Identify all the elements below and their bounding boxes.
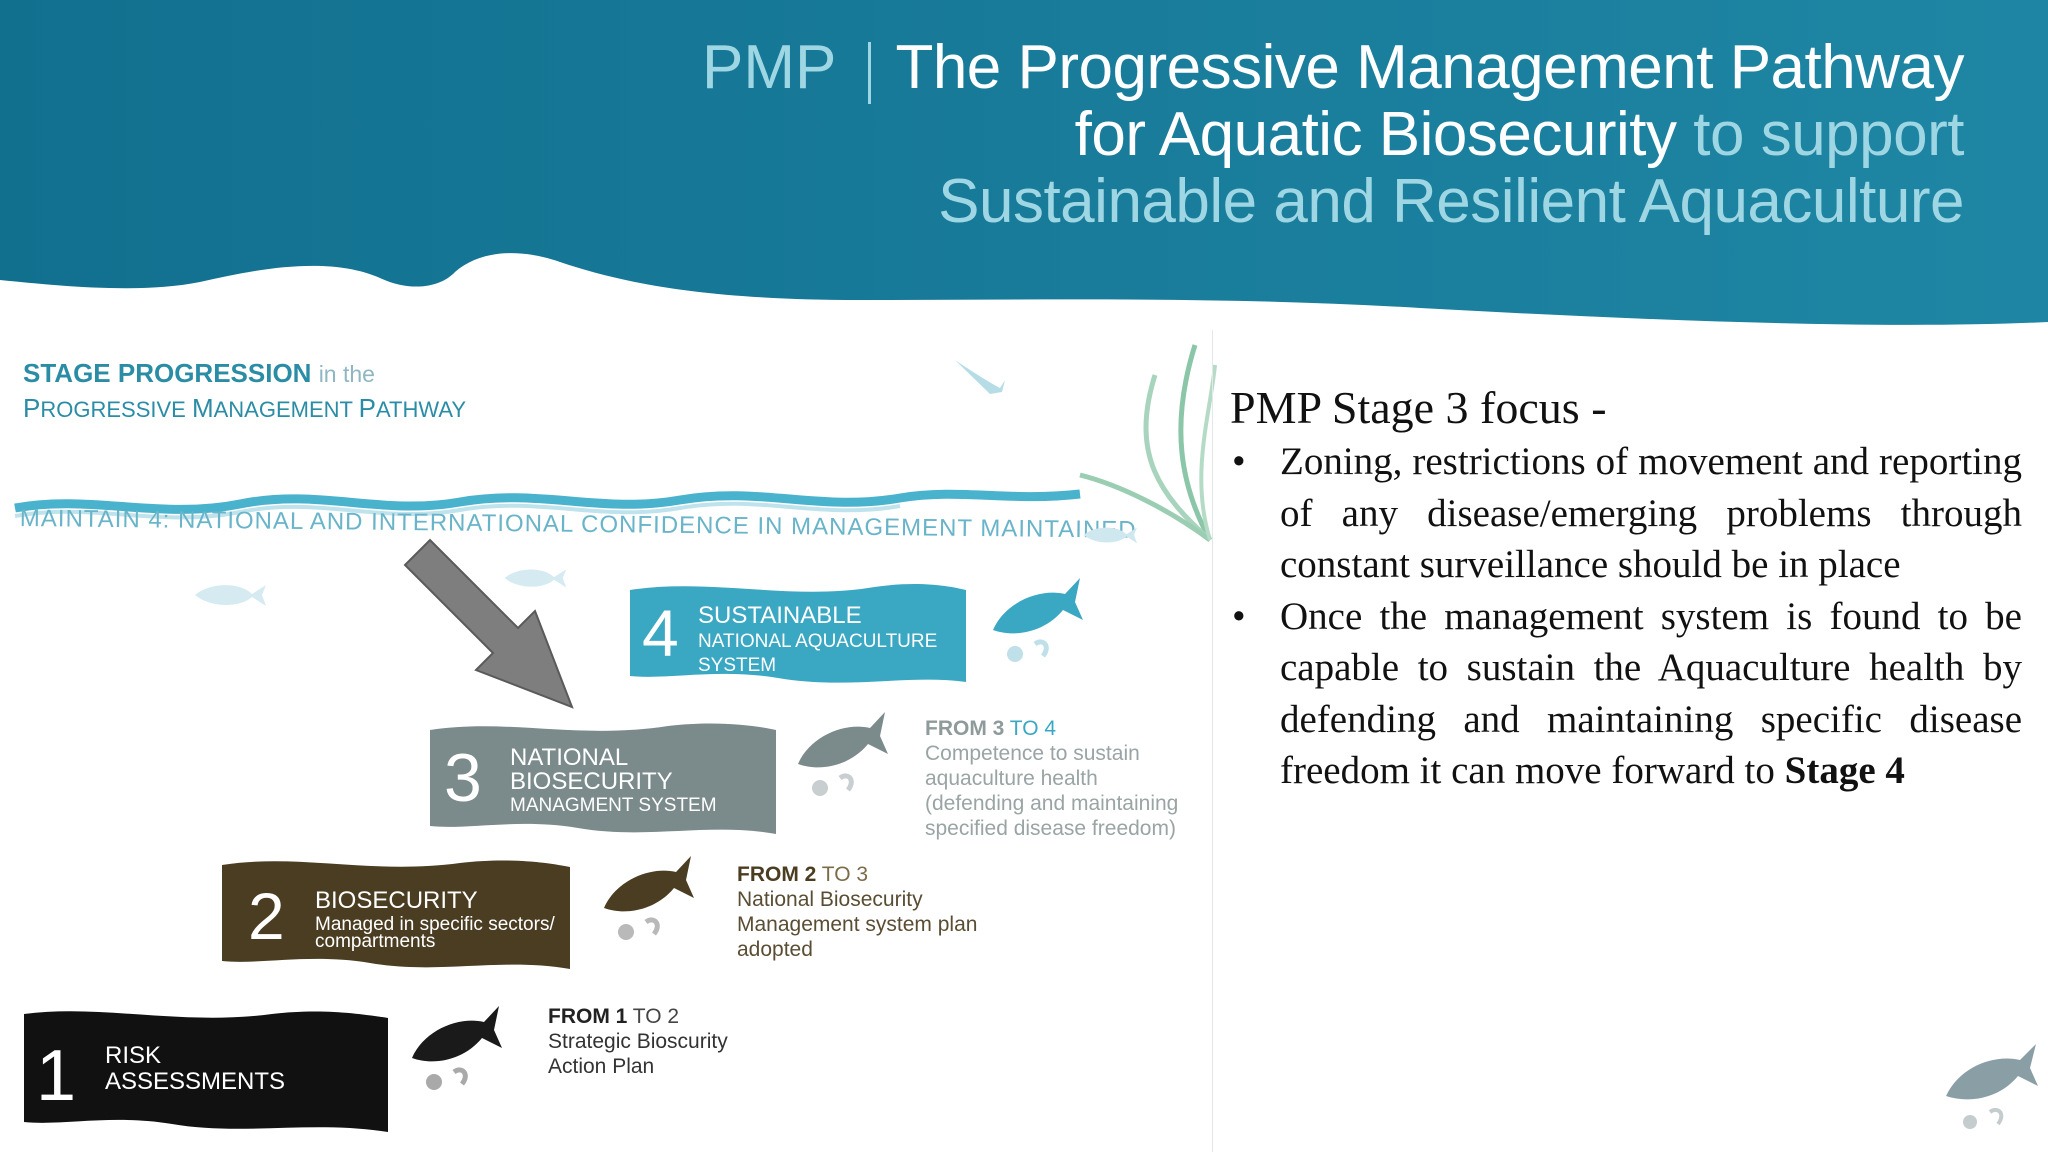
- stage-1-card: 1 RISK ASSESSMENTS: [22, 1004, 390, 1136]
- arrow-icon: [403, 538, 574, 709]
- stage-3-number: 3: [444, 740, 482, 816]
- transition-3-line-1: Competence to sustain: [925, 742, 1140, 765]
- bullet-marker: •: [1232, 440, 1246, 483]
- title-line-3: Sustainable and Resilient Aquaculture: [938, 167, 1964, 236]
- transition-3-line-2: aquaculture health: [925, 767, 1098, 790]
- fish-icon: [604, 856, 694, 940]
- header-banner: PMP The Progressive Management Pathway f…: [0, 0, 2048, 330]
- focus-bullet-list: • Zoning, restrictions of movement and r…: [1230, 436, 2022, 797]
- transition-1-line-2: Action Plan: [548, 1055, 655, 1078]
- transition-1-head-a: FROM 1: [548, 1005, 628, 1028]
- stage-2-line-2: Managed in specific sectors/: [315, 914, 555, 935]
- fish-icon: [504, 569, 567, 588]
- stage-focus-content: PMP Stage 3 focus - • Zoning, restrictio…: [1230, 380, 2022, 797]
- stage-1-line-1: RISK: [105, 1042, 162, 1069]
- transition-1-to-2: FROM 1 TO 2 Strategic Bioscurity Action …: [548, 1004, 728, 1079]
- fish-icon: [993, 578, 1083, 662]
- heading-small: in the: [318, 361, 375, 387]
- header-wave-background: [0, 0, 2048, 325]
- stage-4-card: 4 SUSTAINABLE NATIONAL AQUACULTURE SYSTE…: [628, 578, 968, 690]
- stage-1-line-2: ASSESSMENTS: [105, 1068, 286, 1095]
- transition-2-to-3: FROM 2 TO 3 National Biosecurity Managem…: [737, 862, 977, 962]
- stage-4-line-2: NATIONAL AQUACULTURE: [698, 631, 938, 652]
- stage-3-line-2: BIOSECURITY: [510, 768, 673, 795]
- stage-2-wave-shape: [222, 860, 570, 969]
- transition-2-line-2: Management system plan: [737, 913, 978, 936]
- stage-2-card: 2 BIOSECURITY Managed in specific sector…: [220, 853, 572, 975]
- page-title: The Progressive Management Pathway for A…: [895, 34, 1964, 235]
- panel-divider: [1212, 330, 1213, 1152]
- stage-4-number: 4: [642, 596, 679, 670]
- heading-strong: STAGE PROGRESSION: [23, 358, 312, 388]
- stage-3-card: 3 NATIONAL BIOSECURITY MANAGMENT SYSTEM: [428, 716, 778, 840]
- stage-2-line-1: BIOSECURITY: [315, 887, 478, 914]
- transition-3-head-a: FROM 3: [925, 717, 1005, 740]
- stage-4-wave-shape: [630, 584, 966, 683]
- title-line-2-strong: for Aquatic Biosecurity: [1074, 100, 1677, 169]
- transition-2-head-a: FROM 2: [737, 863, 817, 886]
- transition-2-line-3: adopted: [737, 938, 813, 961]
- fish-icon: [412, 1006, 502, 1090]
- heading-word-pathway: ATHWAY: [376, 397, 467, 422]
- fish-logo-icon: [1946, 1044, 2038, 1129]
- title-line-2: for Aquatic Biosecurity to support: [895, 100, 1965, 169]
- stage-1-number: 1: [36, 1036, 77, 1116]
- fish-icon: [798, 712, 888, 796]
- stage-3-wave-shape: [430, 723, 776, 834]
- title-line-2-light: to support: [1676, 100, 1964, 169]
- bullet-1-text: Zoning, restrictions of movement and rep…: [1280, 440, 2022, 586]
- stage-progression-infographic: STAGE PROGRESSION in the PROGRESSIVE MAN…: [0, 330, 1217, 1152]
- stage-4-line-1: SUSTAINABLE: [698, 602, 862, 629]
- transition-3-line-4: specified disease freedom): [925, 817, 1176, 840]
- transition-1-head-b: TO 2: [627, 1005, 680, 1028]
- heading-initial-m: M: [191, 393, 214, 423]
- bullet-2-strong: Stage 4: [1784, 749, 1905, 792]
- transition-2-line-1: National Biosecurity: [737, 888, 923, 911]
- heading-word-progressive: ROGRESSIVE: [40, 397, 192, 422]
- focus-title: PMP Stage 3 focus -: [1230, 382, 1607, 433]
- heading-word-management: ANAGEMENT: [213, 397, 359, 422]
- stage-3-line-1: NATIONAL: [510, 744, 629, 771]
- stage-2-number: 2: [248, 879, 285, 953]
- bullet-item-2: • Once the management system is found to…: [1230, 591, 2022, 797]
- stage-4-line-3: SYSTEM: [698, 655, 777, 676]
- fish-icon: [195, 585, 266, 606]
- bullet-marker: •: [1232, 594, 1246, 638]
- heading-initial-p2: P: [358, 393, 377, 423]
- header-separator: [868, 42, 871, 104]
- stage-3-line-3: MANAGMENT SYSTEM: [510, 795, 717, 816]
- water-surface-wave: [14, 489, 1081, 520]
- fish-icon: [955, 360, 1005, 394]
- heading-initial-p: P: [23, 393, 41, 423]
- infographic-heading: STAGE PROGRESSION in the PROGRESSIVE MAN…: [23, 356, 466, 427]
- title-line-1: The Progressive Management Pathway: [895, 33, 1964, 102]
- stage-1-wave-shape: [24, 1011, 388, 1132]
- fish-icon: [1083, 527, 1137, 544]
- transition-2-head-b: TO 3: [816, 863, 869, 886]
- transition-3-to-4: FROM 3 TO 4 Competence to sustain aquacu…: [925, 716, 1178, 841]
- bullet-2-text: Once the management system is found to b…: [1280, 594, 2022, 793]
- transition-3-head-b: TO 4: [1004, 717, 1057, 740]
- stage-2-line-3: compartments: [315, 931, 436, 952]
- transition-1-line-1: Strategic Bioscurity: [548, 1030, 728, 1053]
- bullet-item-1: • Zoning, restrictions of movement and r…: [1230, 436, 2022, 591]
- header-prefix: PMP: [702, 33, 837, 102]
- transition-3-line-3: (defending and maintaining: [925, 792, 1179, 815]
